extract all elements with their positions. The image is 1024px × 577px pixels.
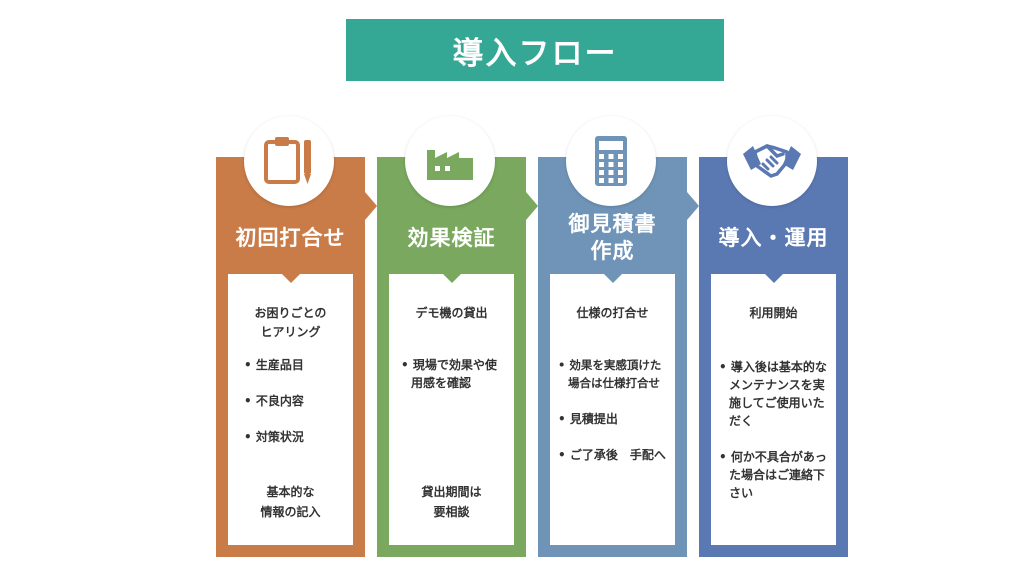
list-item: 生産品目 [244, 356, 349, 374]
list-item: 見積提出 [558, 410, 669, 428]
flow-arrow [365, 192, 377, 220]
card-footer-line: 情報の記入 [260, 505, 321, 519]
card-footer-line: 要相談 [433, 505, 470, 519]
card-heading-line: お困りごとの [254, 306, 327, 320]
step-title-line: 初回打合せ [235, 226, 346, 250]
handshake-icon [743, 144, 801, 178]
card-heading-line: 利用開始 [749, 306, 798, 320]
card-heading-line: デモ機の貸出 [415, 306, 488, 320]
list-item: 何か不具合があった場合はご連絡下さい [719, 448, 832, 502]
step-icon-circle [566, 116, 656, 206]
flow-arrow [687, 192, 699, 220]
step-title: 効果検証 [377, 225, 526, 252]
card-bullet-list: 現場で効果や使用感を確認 [401, 356, 506, 410]
card-heading-line: ヒアリング [260, 325, 321, 339]
card-heading: デモ機の貸出 [389, 304, 514, 323]
calculator-icon [595, 136, 627, 186]
card-bullet-list: 生産品目 不良内容 対策状況 [244, 356, 349, 464]
step-initial-meeting: 初回打合せ お困りごとの ヒアリング 生産品目 不良内容 対策状況 基本的な 情… [216, 116, 365, 557]
card-heading: 利用開始 [711, 304, 836, 323]
card-footer: 貸出期間は 要相談 [389, 482, 514, 522]
list-item: 現場で効果や使用感を確認 [401, 356, 506, 392]
card-heading: 仕様の打合せ [550, 304, 675, 323]
card-footer-line: 基本的な [266, 485, 315, 499]
step-title: 御見積書 作成 [538, 211, 687, 265]
clipboard-pen-icon [264, 137, 311, 184]
step-introduction-operation: 導入・運用 利用開始 導入後は基本的なメンテナンスを実施してご使用いただく 何か… [699, 116, 848, 557]
card-notch [280, 273, 301, 283]
list-item: 対策状況 [244, 428, 349, 446]
step-icon-circle [244, 116, 334, 206]
step-title: 初回打合せ [216, 225, 365, 252]
flow-arrow [526, 192, 538, 220]
step-title-line: 導入・運用 [718, 226, 829, 250]
card-heading-line: 仕様の打合せ [576, 306, 649, 320]
page-title: 導入フロー [346, 19, 724, 81]
step-title-line: 御見積書 [568, 212, 657, 236]
step-quotation: 御見積書 作成 仕様の打合せ 効果を実感頂けた場合は仕様打合せ 見積提出 ご了承… [538, 116, 687, 557]
step-card: デモ機の貸出 現場で効果や使用感を確認 貸出期間は 要相談 [389, 273, 514, 545]
list-item: ご了承後 手配へ [558, 446, 669, 464]
step-icon-circle [405, 116, 495, 206]
step-icon-circle [727, 116, 817, 206]
list-item: 不良内容 [244, 392, 349, 410]
card-footer-line: 貸出期間は [421, 485, 482, 499]
step-card: 仕様の打合せ 効果を実感頂けた場合は仕様打合せ 見積提出 ご了承後 手配へ [550, 273, 675, 545]
card-notch [441, 273, 462, 283]
step-card: お困りごとの ヒアリング 生産品目 不良内容 対策状況 基本的な 情報の記入 [228, 273, 353, 545]
step-title: 導入・運用 [699, 225, 848, 252]
card-bullet-list: 効果を実感頂けた場合は仕様打合せ 見積提出 ご了承後 手配へ [558, 356, 669, 482]
step-title-line: 効果検証 [407, 226, 496, 250]
card-heading: お困りごとの ヒアリング [228, 304, 353, 342]
card-notch [602, 273, 623, 283]
card-notch [763, 273, 784, 283]
list-item: 導入後は基本的なメンテナンスを実施してご使用いただく [719, 358, 832, 430]
step-title-line: 作成 [590, 239, 635, 263]
card-footer: 基本的な 情報の記入 [228, 482, 353, 522]
factory-icon [427, 150, 473, 180]
step-effect-verification: 効果検証 デモ機の貸出 現場で効果や使用感を確認 貸出期間は 要相談 [377, 116, 526, 557]
list-item: 効果を実感頂けた場合は仕様打合せ [558, 356, 669, 392]
card-bullet-list: 導入後は基本的なメンテナンスを実施してご使用いただく 何か不具合があった場合はご… [719, 358, 832, 520]
step-card: 利用開始 導入後は基本的なメンテナンスを実施してご使用いただく 何か不具合があっ… [711, 273, 836, 545]
